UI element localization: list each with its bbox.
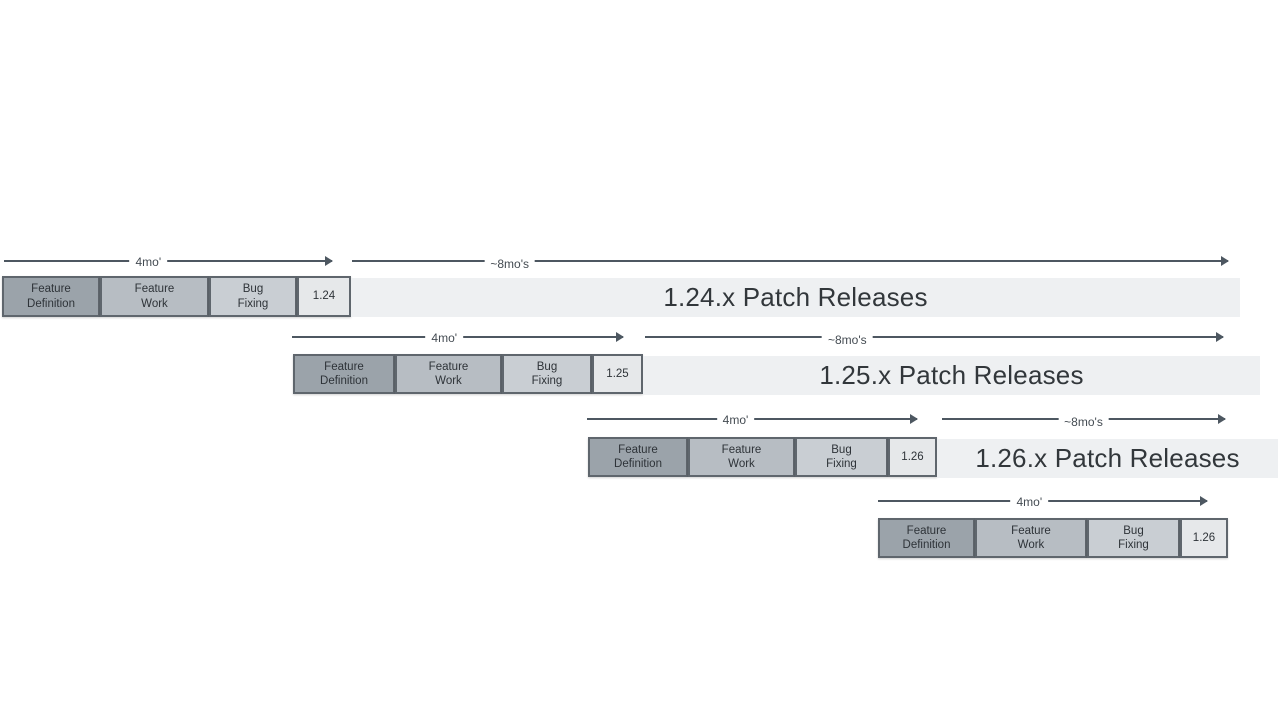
phase-label: Bug Fixing: [531, 360, 563, 387]
arrow-head-icon: [616, 332, 624, 342]
phase-box-bug-fixing: Bug Fixing: [795, 437, 888, 477]
phase-box-bug-fixing: Bug Fixing: [209, 276, 297, 317]
arrow-head-icon: [1218, 414, 1226, 424]
phase-label: Feature Work: [721, 443, 762, 470]
phase-label: Bug Fixing: [1118, 524, 1149, 551]
duration-label-4mo: 4mo': [129, 254, 168, 270]
arrow-head-icon: [1221, 256, 1229, 266]
phase-label: Bug Fixing: [237, 283, 269, 310]
arrow-head-icon: [1216, 332, 1224, 342]
version-box: 1.25: [592, 354, 643, 394]
phase-label: Feature Work: [134, 283, 175, 310]
phase-box-feature-work: Feature Work: [688, 437, 795, 477]
timeline-arrow-4mo: 4mo': [292, 330, 624, 346]
timeline-arrow-8mo: ~8mo's: [942, 414, 1226, 430]
timeline-arrow-4mo: 4mo': [878, 494, 1208, 510]
phase-box-bug-fixing: Bug Fixing: [502, 354, 592, 394]
phase-label: Feature Definition: [614, 443, 662, 470]
phase-box-feature-definition: Feature Definition: [2, 276, 100, 317]
patch-releases-label: 1.25.x Patch Releases: [819, 360, 1084, 390]
version-box: 1.24: [297, 276, 351, 317]
duration-label-8mo: ~8mo's: [1058, 414, 1109, 430]
arrow-head-icon: [325, 256, 333, 266]
duration-label-4mo: 4mo': [425, 330, 464, 346]
version-box: 1.26: [1180, 518, 1228, 558]
phase-label: Bug Fixing: [826, 443, 857, 470]
patch-releases-label: 1.26.x Patch Releases: [975, 443, 1240, 473]
timeline-arrow-8mo: ~8mo's: [645, 332, 1224, 348]
patch-releases-bar: 1.25.x Patch Releases: [643, 356, 1260, 395]
patch-releases-bar: 1.24.x Patch Releases: [351, 278, 1240, 317]
patch-releases-bar: 1.26.x Patch Releases: [937, 439, 1278, 478]
timeline-arrow-4mo: 4mo': [587, 412, 918, 428]
phase-label: Feature Definition: [320, 360, 368, 387]
arrow-head-icon: [910, 414, 918, 424]
phase-box-feature-definition: Feature Definition: [588, 437, 688, 477]
duration-label-8mo: ~8mo's: [821, 332, 873, 348]
phase-label: Feature Work: [428, 360, 469, 387]
phase-label: Feature Definition: [902, 524, 951, 551]
phase-box-feature-work: Feature Work: [395, 354, 502, 394]
version-label: 1.26: [1192, 531, 1216, 544]
timeline-arrow-4mo: 4mo': [4, 254, 333, 270]
phase-box-feature-work: Feature Work: [100, 276, 209, 317]
timeline-arrow-8mo: ~8mo's: [352, 256, 1229, 272]
duration-label-8mo: ~8mo's: [484, 256, 535, 272]
phase-label: Feature Definition: [27, 283, 75, 310]
version-label: 1.25: [606, 367, 629, 380]
phase-box-bug-fixing: Bug Fixing: [1087, 518, 1180, 558]
phase-box-feature-definition: Feature Definition: [878, 518, 975, 558]
phase-box-feature-definition: Feature Definition: [293, 354, 395, 394]
arrow-head-icon: [1200, 496, 1208, 506]
phase-label: Feature Work: [1011, 524, 1051, 551]
patch-releases-label: 1.24.x Patch Releases: [663, 282, 928, 312]
version-label: 1.26: [901, 450, 924, 463]
version-label: 1.24: [312, 290, 336, 303]
phase-box-feature-work: Feature Work: [975, 518, 1087, 558]
duration-label-4mo: 4mo': [1010, 494, 1049, 510]
duration-label-4mo: 4mo': [716, 412, 755, 428]
version-box: 1.26: [888, 437, 937, 477]
